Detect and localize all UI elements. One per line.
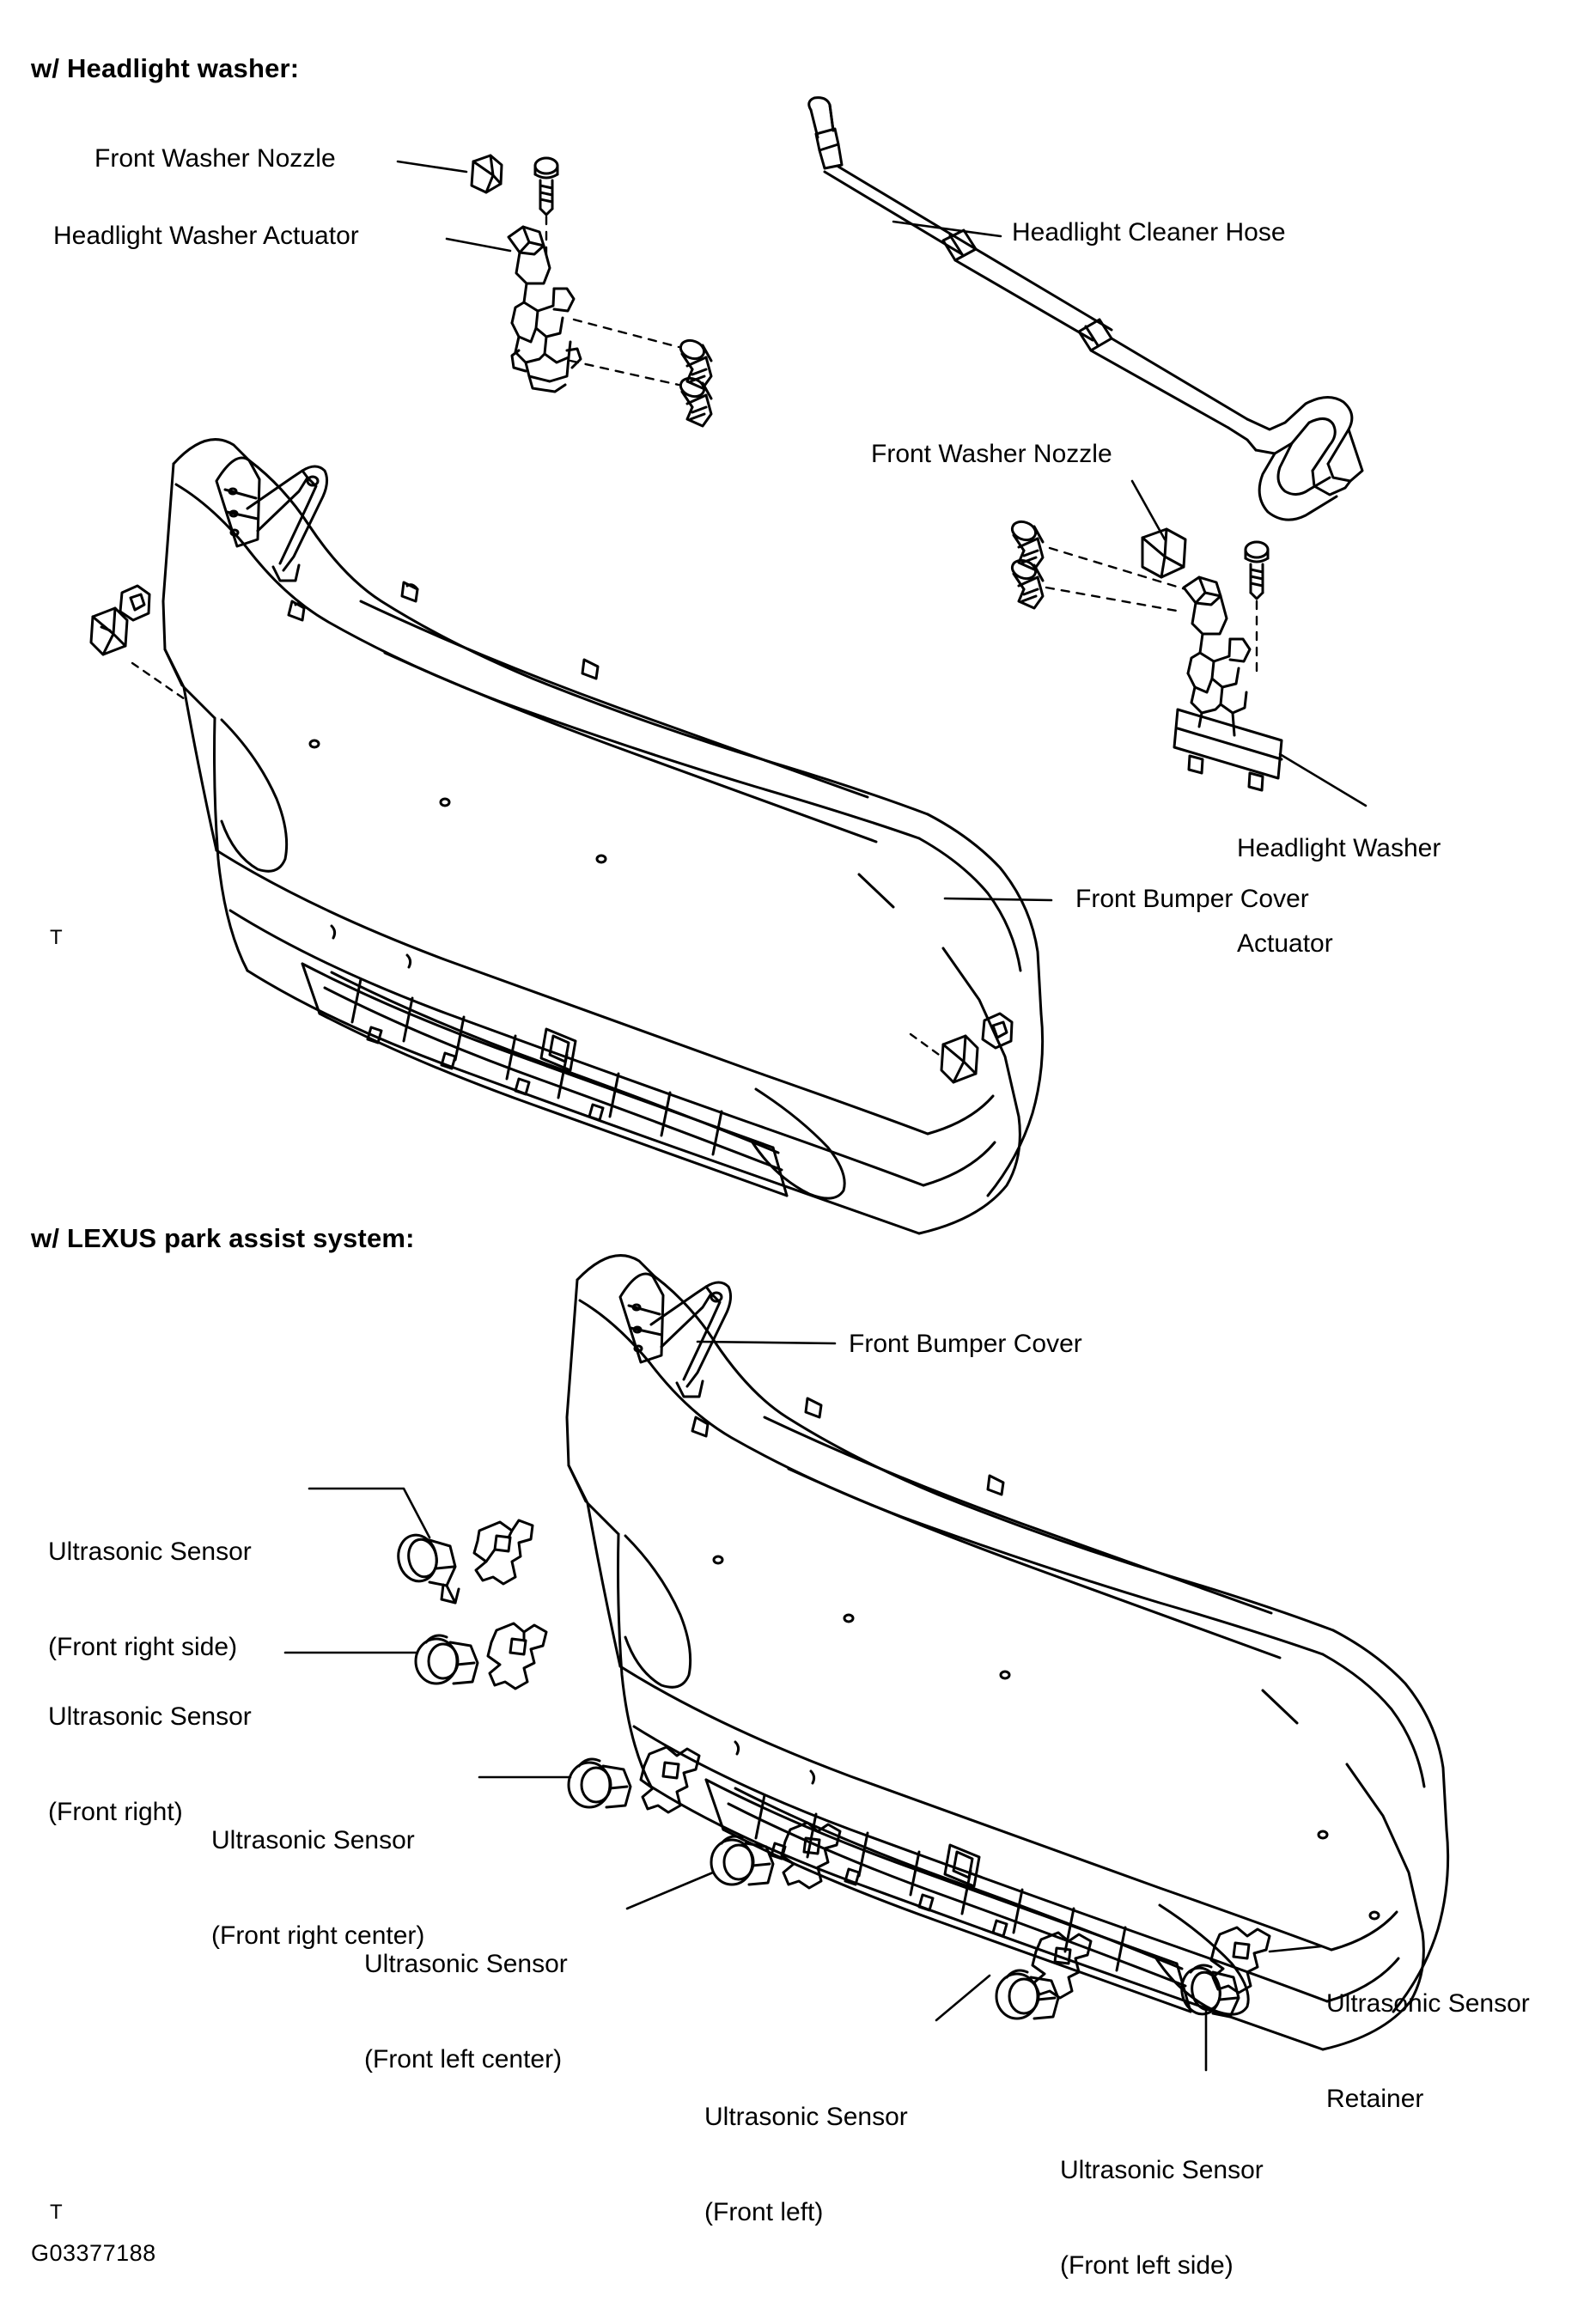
callout-headlight-cleaner-hose: Headlight Cleaner Hose [1012, 218, 1286, 247]
part-ultrasonic-sensor-front-left [995, 1969, 1060, 2020]
part-ultrasonic-sensor-retainer-1 [472, 1519, 534, 1586]
part-ultrasonic-sensor-front-right-center [567, 1757, 632, 1809]
leader-headlight-washer-actuator-left [445, 237, 512, 253]
part-headlight-washer-actuator-right [1173, 575, 1283, 792]
callout-line-1: Ultrasonic Sensor [1060, 2156, 1264, 2184]
leader-front-washer-nozzle-left [396, 160, 468, 174]
leader-front-bumper-cover-bottom [696, 1340, 837, 1345]
section-header-headlight-washer: w/ Headlight washer: [31, 53, 300, 83]
part-front-washer-nozzle-left [470, 154, 503, 194]
part-ultrasonic-sensor-retainer-3 [639, 1745, 701, 1814]
part-bolt-b-right [1010, 558, 1045, 610]
callout-line-2: (Front right side) [48, 1633, 238, 1661]
callout-ultrasonic-sensor-front-left: Ultrasonic Sensor (Front left) [704, 2037, 908, 2292]
part-front-washer-nozzle-right [1141, 527, 1187, 579]
callout-line-2: (Front left center) [364, 2045, 563, 2073]
page-mark-t-bottom: T [50, 2201, 63, 2224]
figure-code: G03377188 [31, 2240, 156, 2266]
leader-front-bumper-cover-top [943, 897, 1053, 902]
leader-ultrasonic-sensor-front-left-center [625, 1871, 715, 1910]
part-headlight-washer-actuator-left [507, 225, 582, 393]
section-header-lexus-park-assist: w/ LEXUS park assist system: [31, 1223, 415, 1253]
leader-ultrasonic-sensor-retainer [1268, 1945, 1323, 1953]
leader-ultrasonic-sensor-front-right-side [308, 1487, 431, 1539]
callout-headlight-washer-actuator-right: Headlight Washer Actuator [1237, 769, 1441, 1023]
part-ultrasonic-sensor-front-right-side [397, 1533, 460, 1605]
callout-line-2: (Front right center) [211, 1921, 425, 1950]
callout-front-bumper-cover-top: Front Bumper Cover [1075, 885, 1309, 913]
part-ultrasonic-sensor-retainer-2 [486, 1622, 548, 1690]
part-bolt-upper-right [1244, 540, 1270, 600]
page-mark-t-top: T [50, 926, 63, 949]
callout-front-washer-nozzle-left: Front Washer Nozzle [94, 144, 336, 173]
callout-line-1: Headlight Washer [1237, 834, 1441, 862]
part-ultrasonic-sensor-front-right [414, 1634, 479, 1685]
leader-ultrasonic-sensor-front-left [935, 1974, 991, 2022]
callout-headlight-washer-actuator-left: Headlight Washer Actuator [53, 222, 359, 250]
part-bolt-upper-left [533, 156, 559, 216]
leader-headlight-washer-actuator-right [1278, 752, 1368, 807]
callout-line-1: Ultrasonic Sensor [364, 1950, 568, 1978]
leader-headlight-cleaner-hose [892, 220, 1002, 238]
part-ultrasonic-sensor-retainer-6 [1209, 1926, 1271, 1994]
part-ultrasonic-sensor-retainer-5 [1031, 1931, 1093, 2000]
callout-line-1: Ultrasonic Sensor [48, 1702, 252, 1731]
callout-ultrasonic-sensor-front-left-center: Ultrasonic Sensor (Front left center) [364, 1885, 568, 2139]
callout-line-2: (Front left side) [1060, 2251, 1234, 2280]
callout-line-2: Actuator [1237, 929, 1333, 958]
callout-ultrasonic-sensor-retainer: Ultrasonic Sensor Retainer [1326, 1924, 1530, 2178]
callout-ultrasonic-sensor-front-right-side: Ultrasonic Sensor (Front right side) [48, 1472, 252, 1726]
callout-line-2: (Front left) [704, 2198, 824, 2226]
dashed-lines-actuator-right [1045, 546, 1258, 680]
callout-front-bumper-cover-bottom: Front Bumper Cover [849, 1330, 1082, 1358]
callout-ultrasonic-sensor-front-right-center: Ultrasonic Sensor (Front right center) [211, 1761, 424, 2015]
part-front-bumper-cover-bottom [565, 1254, 1450, 2051]
callout-line-1: Ultrasonic Sensor [1326, 1989, 1530, 2018]
callout-line-1: Ultrasonic Sensor [704, 2103, 908, 2131]
part-ultrasonic-sensor-front-left-center [710, 1835, 775, 1886]
part-ultrasonic-sensor-retainer-4 [780, 1821, 842, 1890]
leader-front-washer-nozzle-right [1130, 479, 1167, 541]
callout-front-washer-nozzle-right: Front Washer Nozzle [871, 440, 1112, 468]
callout-ultrasonic-sensor-front-right: Ultrasonic Sensor (Front right) [48, 1637, 252, 1891]
callout-line-2: Retainer [1326, 2085, 1424, 2113]
part-front-bumper-cover-top [89, 438, 1045, 1235]
dashed-lines-actuator-bolts-left [569, 318, 680, 387]
part-bolt-b-left [679, 376, 713, 428]
callout-line-2: (Front right) [48, 1798, 183, 1826]
callout-ultrasonic-sensor-front-left-side: Ultrasonic Sensor (Front left side) [1060, 2091, 1264, 2314]
part-headlight-cleaner-hose [807, 96, 1364, 521]
callout-line-1: Ultrasonic Sensor [211, 1826, 415, 1854]
callout-line-1: Ultrasonic Sensor [48, 1538, 252, 1566]
